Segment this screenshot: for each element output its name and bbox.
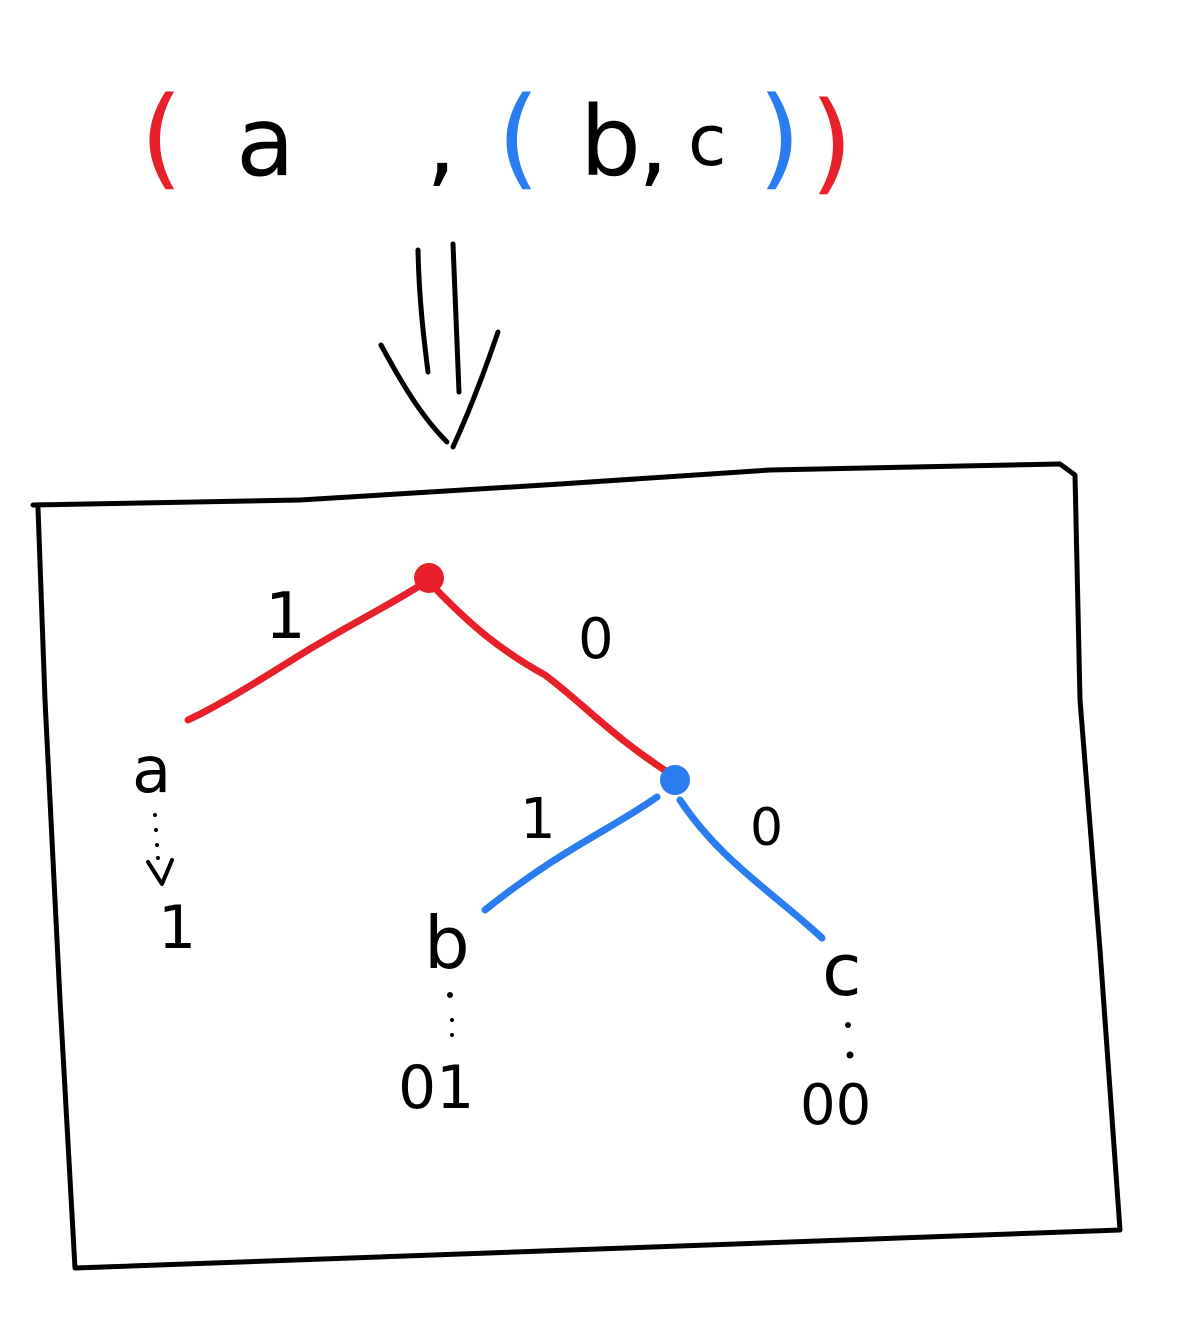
edge-label-root-right: 0 [578,607,614,672]
inner-pair-edges [481,793,826,942]
leader-b [447,992,454,1037]
outer-close-paren: ) [810,78,853,206]
edge-label-root-left: 1 [265,580,306,654]
edge-label-inner-left: 1 [520,787,556,852]
leader-a [146,813,174,886]
edge-label-inner-right: 0 [750,798,783,858]
code-c: 00 [800,1073,871,1138]
leader-c [845,1022,854,1059]
double-arrow-down-icon [378,241,501,450]
edge-inner-to-b [481,793,661,914]
outer-pair-edges [184,579,676,779]
expression-b: b [580,86,641,198]
expression-comma-outer: , [426,86,457,198]
leaf-c: c [822,928,862,1012]
edge-inner-to-c [676,796,826,942]
leaf-b: b [424,901,470,985]
edge-root-to-a [184,579,428,724]
expression-c: c [688,100,727,182]
code-a: 1 [158,893,196,963]
inner-node [660,765,690,795]
edge-root-to-inner [428,581,676,779]
expression-comma-inner: , [638,86,669,198]
inner-close-paren: ) [758,73,801,201]
outer-open-paren: ( [140,73,183,201]
expression: ( a , ( b , c ) ) [140,73,853,206]
root-node [414,563,444,593]
inner-open-paren: ( [497,73,540,201]
code-b: 01 [398,1053,474,1123]
leaf-a: a [132,734,171,808]
expression-a: a [236,86,295,198]
diagram-frame [30,461,1123,1271]
